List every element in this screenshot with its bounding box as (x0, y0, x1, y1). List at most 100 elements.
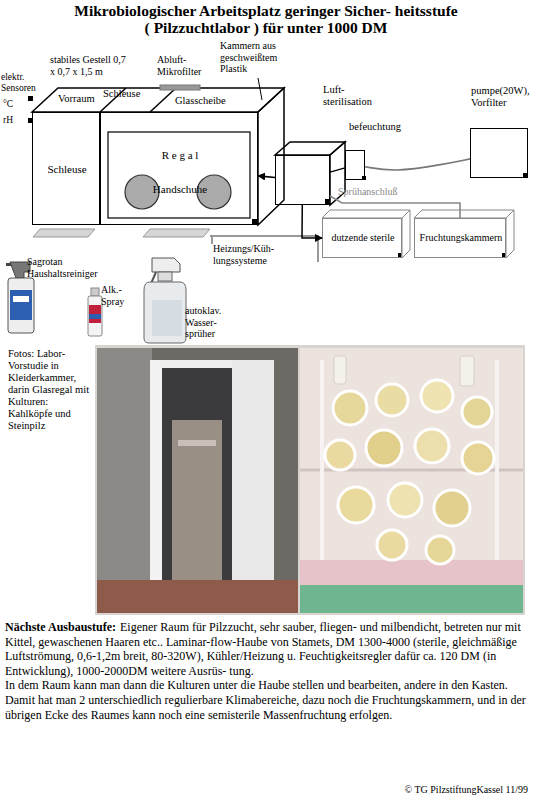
photo-culture-shelf (388, 483, 422, 517)
connector (302, 205, 322, 238)
annotation-label: autoklav. Wasser- sprüher (185, 305, 233, 340)
node-text: Schleuse (37, 163, 97, 176)
floor-plate (143, 229, 210, 237)
photo-closet-door (232, 360, 274, 610)
sterilizer-3d-face (275, 142, 345, 205)
fruiting-chamber: dutzende sterile (322, 218, 402, 258)
airlock-compartment: Schleuse (32, 112, 100, 225)
photo-closet-door (162, 368, 232, 608)
chamber-3d-face (402, 210, 410, 258)
water-sprayer (152, 258, 180, 272)
photo-closet-door (160, 360, 240, 368)
photo-culture-shelf (376, 384, 408, 416)
photo-culture-shelf (300, 348, 523, 613)
photo-culture-shelf (325, 440, 355, 470)
node-text: R e g a l (101, 149, 259, 162)
alcohol-spray (88, 296, 102, 336)
node-text: pumpe(20W), Vorfilter (471, 85, 533, 109)
photo-culture-shelf (495, 360, 499, 560)
photo-closet-door (178, 440, 216, 446)
sensor-marker (252, 219, 257, 224)
annotation-label: Glasscheibe (175, 95, 245, 107)
connector (365, 159, 470, 170)
exhaust-filter (160, 85, 200, 90)
annotation-label: Schleuse (103, 88, 163, 100)
glovebox-compartment: R e g a l Handschuhe (100, 112, 258, 225)
section-heading: Nächste Ausbaustufe: (5, 620, 116, 634)
page-title: Mikrobiologischer Arbeitsplatz geringer … (70, 2, 462, 36)
photo-frame (95, 345, 525, 615)
chamber-3d-face (322, 210, 514, 258)
annotation-label: © TG PilzstiftungKassel 11/99 (330, 784, 528, 796)
node-text: dutzende sterile (323, 232, 403, 244)
photo-closet-door (150, 360, 162, 610)
cleaner-bottle (13, 296, 29, 302)
pump-box: pumpe(20W), Vorfilter (470, 128, 528, 178)
photo-culture-shelf (338, 487, 374, 523)
alcohol-spray (91, 288, 99, 296)
photo-culture-shelf (462, 397, 492, 427)
photo-culture-shelf (421, 380, 453, 412)
annotation-label: Kammern aus geschweißtem Plastik (220, 40, 288, 75)
connector (330, 196, 460, 218)
annotation-label: rH (3, 115, 23, 126)
node-text: Handschuhe (101, 183, 259, 196)
node-text: Luft- sterilisation (323, 84, 383, 108)
photo-closet-door (172, 420, 222, 600)
connector (258, 176, 275, 178)
photo-culture-shelf (366, 430, 402, 466)
body-text: Nächste Ausbaustufe:Eigener Raum für Pil… (5, 620, 529, 722)
alcohol-spray (88, 288, 102, 336)
cabinet-frame (150, 88, 176, 112)
exhaust-filter (160, 85, 200, 90)
photo-culture-shelf (460, 356, 474, 386)
annotation-label: Heizungs/Küh- lungssysteme (213, 243, 285, 266)
air-sterilizer-box: Luft- sterilisation (275, 155, 330, 205)
leader-line (258, 78, 262, 100)
water-sprayer (144, 282, 186, 343)
chamber-3d-face (414, 210, 514, 218)
photo-culture-shelf (426, 536, 454, 564)
chamber-3d-face (322, 210, 410, 218)
alcohol-spray (89, 314, 101, 319)
photo-culture-shelf (462, 442, 494, 474)
cleaner-bottle (6, 263, 11, 266)
photo-closet-door (97, 580, 298, 613)
leader-line (258, 78, 262, 100)
photo-culture-shelf (377, 530, 407, 560)
photo-closet-door (97, 348, 152, 613)
annotation-label: stabiles Gestell 0,7 x 0,7 x 1,5 m (50, 54, 130, 77)
heating-cooling-line (211, 236, 213, 244)
photo-culture-shelf (300, 585, 523, 613)
connector (330, 168, 345, 172)
chamber-3d-face (506, 210, 514, 258)
annotation-label: Abluft- Mikrofilter (157, 54, 209, 77)
sensor-marker (28, 96, 33, 101)
floor-plate (33, 229, 95, 237)
photo-culture-shelf (300, 348, 523, 613)
photo-culture-shelf (333, 391, 367, 425)
photo-closet-door (97, 348, 298, 613)
photo-culture-shelf (300, 560, 523, 585)
cleaner-bottle (8, 278, 34, 333)
cabinet-frame (32, 88, 284, 112)
alcohol-spray (89, 305, 101, 323)
node-text: Fruchtungskammern (415, 232, 507, 244)
cabinet-frame (108, 132, 250, 218)
cleaner-bottle (10, 290, 32, 320)
sensor-marker (28, 96, 528, 257)
cabinet-frame (32, 88, 284, 225)
annotation-label: Fotos: Labor-Vorstudie in Kleiderkammer,… (8, 348, 94, 432)
photo-closet-door (97, 348, 298, 613)
floor-plate (33, 229, 210, 237)
annotation-label: Alk.- Spray (101, 284, 131, 307)
water-sprayer (152, 300, 182, 336)
water-sprayer (158, 272, 172, 281)
photo-culture-shelf (415, 429, 449, 463)
photo-culture-shelf (434, 490, 470, 526)
sterilizer-3d-face (275, 142, 345, 155)
body-paragraph: In dem Raum kann man dann die Kulturen u… (5, 678, 529, 722)
humidifier-unit: befeuchtung (345, 150, 365, 180)
